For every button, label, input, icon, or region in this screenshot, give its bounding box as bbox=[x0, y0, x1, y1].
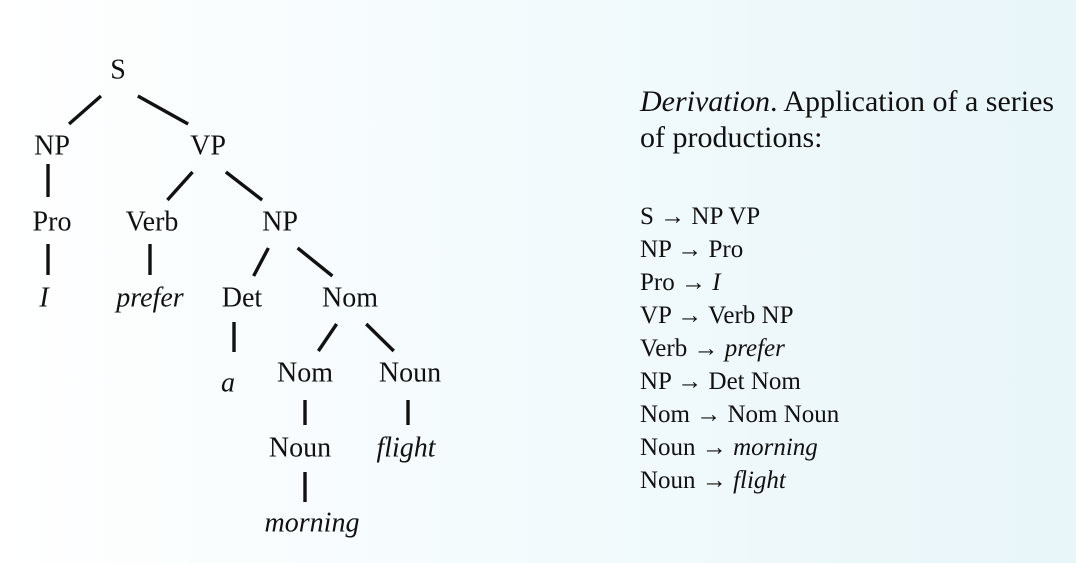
tree-node-flight: flight bbox=[376, 432, 436, 463]
tree-node-det: Det bbox=[222, 282, 263, 313]
tree-edge-vp-np2 bbox=[224, 170, 264, 202]
tree-node-noun1: Noun bbox=[269, 432, 331, 463]
derivation-panel: Derivation. Application of a series of p… bbox=[640, 84, 1060, 497]
rule-rhs: flight bbox=[733, 467, 786, 494]
tree-edges bbox=[46, 94, 410, 502]
production-rule: NP → Pro bbox=[640, 233, 1060, 266]
tree-node-noun2: Noun bbox=[379, 357, 441, 388]
tree-edge-s-vp bbox=[137, 94, 189, 126]
tree-edge-np2-det bbox=[252, 247, 270, 277]
tree-edge-s-np1 bbox=[67, 94, 103, 126]
tree-edge-vp-verb bbox=[166, 170, 194, 202]
tree-node-morning: morning bbox=[265, 507, 360, 538]
arrow-icon: → bbox=[693, 335, 719, 362]
rule-lhs: Verb bbox=[640, 335, 688, 362]
rule-lhs: Pro bbox=[640, 269, 675, 296]
tree-node-vp: VP bbox=[190, 130, 226, 161]
tree-node-np1: NP bbox=[34, 130, 70, 161]
tree-edge-nom1-noun2 bbox=[365, 322, 395, 353]
rule-rhs: morning bbox=[733, 434, 818, 461]
production-rule: Pro → I bbox=[640, 266, 1060, 299]
tree-node-verb: Verb bbox=[126, 206, 179, 237]
arrow-icon: → bbox=[701, 467, 727, 494]
rule-rhs: Det Nom bbox=[708, 368, 801, 395]
rule-rhs: prefer bbox=[724, 335, 785, 362]
arrow-icon: → bbox=[677, 368, 703, 395]
production-rule: S → NP VP bbox=[640, 200, 1060, 233]
tree-edge-nom1-nom2 bbox=[316, 323, 339, 352]
derivation-definition: Derivation. Application of a series of p… bbox=[640, 84, 1060, 156]
production-rule: Verb → prefer bbox=[640, 332, 1060, 365]
production-rule: NP → Det Nom bbox=[640, 365, 1060, 398]
tree-edge-np2-nom1 bbox=[296, 246, 334, 278]
tree-node-prefer: prefer bbox=[114, 282, 183, 313]
tree-node-s: S bbox=[110, 54, 126, 85]
tree-node-a: a bbox=[221, 367, 235, 398]
production-rule: Noun → morning bbox=[640, 431, 1060, 464]
rule-lhs: Noun bbox=[640, 467, 696, 494]
rule-rhs: I bbox=[712, 269, 721, 296]
tree-node-nom2: Nom bbox=[277, 357, 333, 388]
rule-rhs: Verb NP bbox=[708, 302, 794, 329]
rule-lhs: NP bbox=[640, 236, 672, 263]
production-rule: Nom → Nom Noun bbox=[640, 398, 1060, 431]
rule-lhs: VP bbox=[640, 302, 672, 329]
arrow-icon: → bbox=[696, 401, 722, 428]
derivation-term: Derivation bbox=[640, 85, 770, 118]
arrow-icon: → bbox=[660, 203, 686, 230]
production-rule: Noun → flight bbox=[640, 464, 1060, 497]
rule-lhs: Nom bbox=[640, 401, 690, 428]
arrow-icon: → bbox=[677, 302, 703, 329]
rule-rhs: Nom Noun bbox=[727, 401, 840, 428]
tree-node-pro: Pro bbox=[33, 206, 72, 237]
rule-rhs: NP VP bbox=[691, 203, 761, 230]
production-rule: VP → Verb NP bbox=[640, 299, 1060, 332]
rule-lhs: NP bbox=[640, 368, 672, 395]
arrow-icon: → bbox=[680, 269, 706, 296]
rule-rhs: Pro bbox=[708, 236, 744, 263]
tree-node-np2: NP bbox=[262, 206, 298, 237]
arrow-icon: → bbox=[701, 434, 727, 461]
rule-lhs: S bbox=[640, 203, 654, 230]
tree-node-i: I bbox=[38, 282, 50, 313]
tree-node-nom1: Nom bbox=[322, 282, 378, 313]
derivation-description: . Application of a series of productions… bbox=[640, 85, 1055, 154]
arrow-icon: → bbox=[677, 236, 703, 263]
rule-lhs: Noun bbox=[640, 434, 696, 461]
